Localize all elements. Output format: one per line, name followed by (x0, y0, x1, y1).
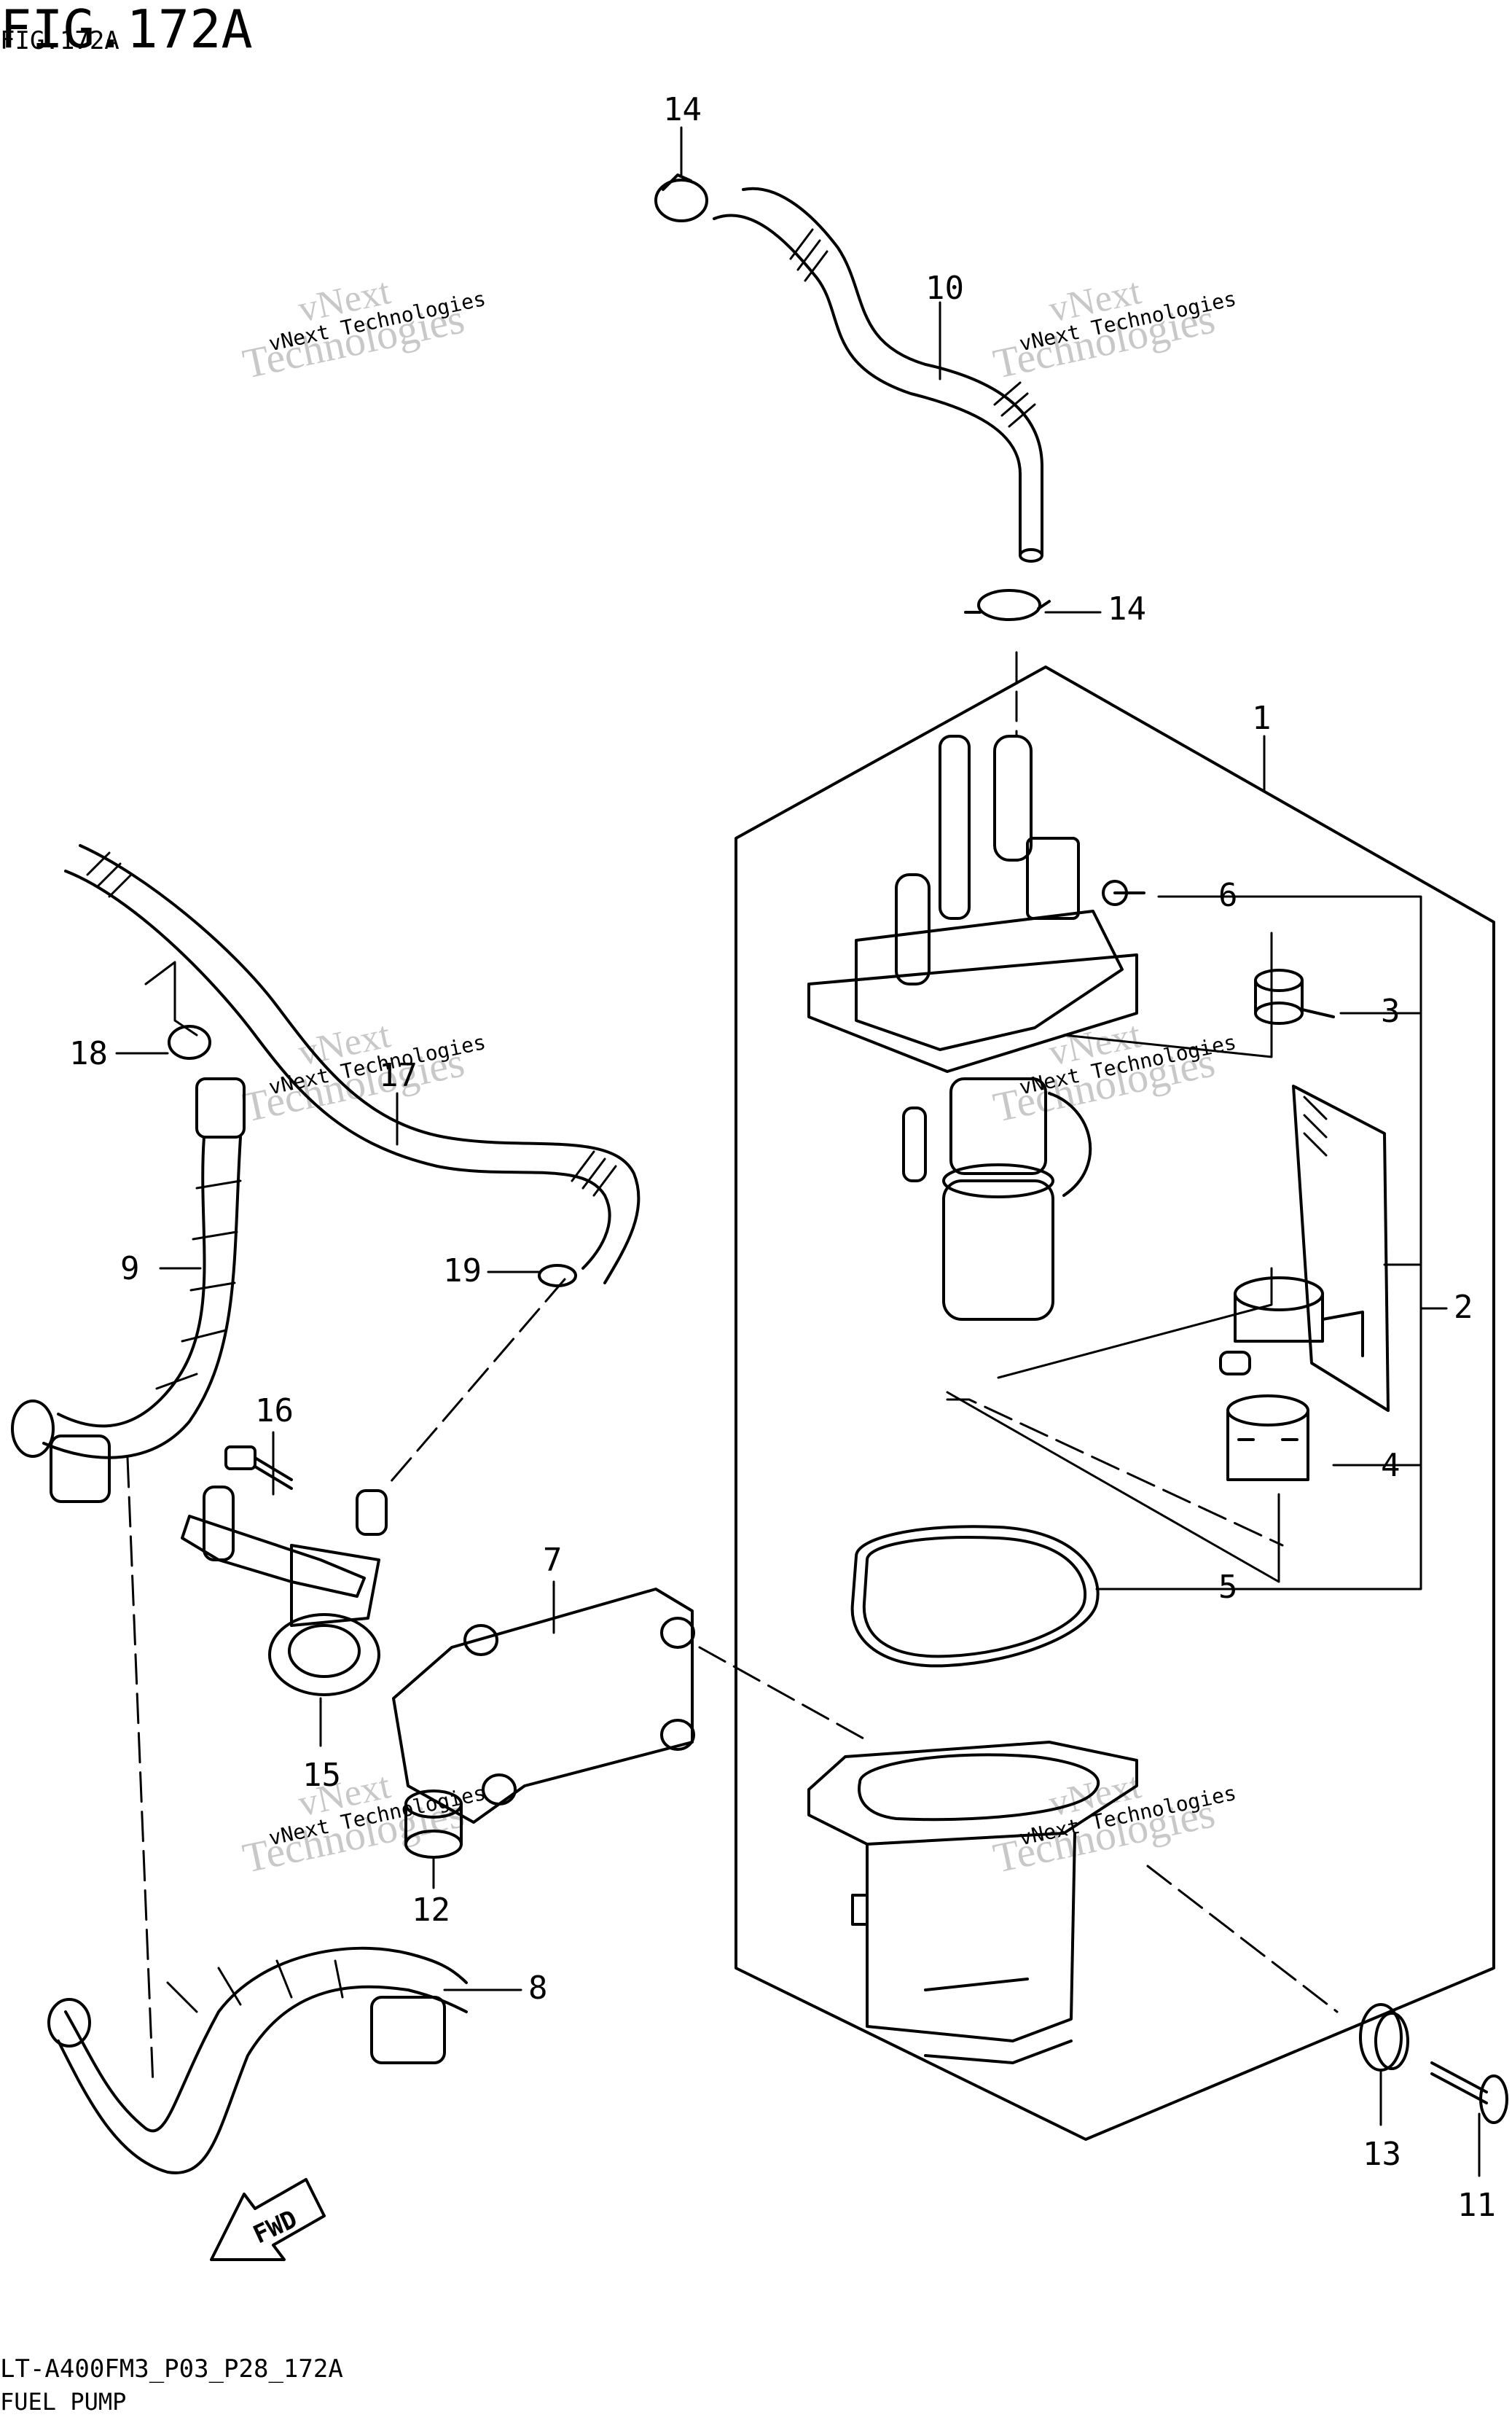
clamp-14-mid (964, 589, 1051, 621)
callout-13: 13 (1363, 2136, 1401, 2173)
callout-14-top: 14 (663, 91, 702, 128)
figure-subtitle: FIG.172A (0, 26, 120, 55)
callout-leaders (115, 126, 1481, 2177)
clamp-14-top (654, 173, 708, 222)
callout-9: 9 (120, 1250, 140, 1287)
callout-15: 15 (302, 1757, 341, 1794)
bracket-7 (392, 1588, 695, 1824)
callout-2: 2 (1454, 1289, 1473, 1326)
hose-17 (64, 844, 641, 1284)
part-2-filter (1219, 1085, 1390, 1412)
assembly-outline (735, 666, 1495, 2141)
section-name: FUEL PUMP (0, 2388, 127, 2416)
part-4-bracket (1226, 1394, 1309, 1481)
model-code: LT-A400FM3_P03_P28_172A (0, 2354, 343, 2384)
callout-19: 19 (443, 1252, 482, 1289)
part-3-grommet (1254, 969, 1335, 1025)
grommet-12 (404, 1789, 463, 1859)
callout-8: 8 (528, 1970, 548, 2007)
callout-4: 4 (1381, 1447, 1401, 1484)
callout-7: 7 (543, 1542, 563, 1579)
callout-1: 1 (1252, 700, 1272, 737)
callout-18: 18 (69, 1035, 108, 1072)
fuel-cock-15 (181, 1486, 388, 1696)
bolt-16 (224, 1445, 293, 1490)
part-5-gasket (850, 1525, 1100, 1668)
fuel-pump-head (807, 735, 1145, 1073)
callout-11: 11 (1457, 2187, 1496, 2224)
fwd-arrow-icon (210, 2178, 326, 2261)
callout-5: 5 (1218, 1569, 1238, 1606)
fuel-tank-body (807, 1741, 1138, 2064)
callout-3: 3 (1381, 993, 1401, 1030)
dashed-leaders (126, 651, 1339, 2086)
callout-10: 10 (925, 270, 964, 307)
callout-numbers: 14 10 14 1 6 3 2 4 5 13 11 8 12 15 16 17… (69, 91, 1496, 2250)
callout-6: 6 (1218, 877, 1238, 914)
callout-16: 16 (255, 1392, 294, 1429)
part-11-bolt (1430, 2061, 1508, 2124)
clamp-18 (168, 1025, 211, 1060)
callout-14-mid: 14 (1108, 590, 1146, 628)
fwd-label: FWD (249, 2204, 302, 2249)
clamp-19 (538, 1264, 577, 1287)
hose-10 (713, 187, 1043, 563)
callout-12: 12 (412, 1892, 450, 1929)
hose-8 (47, 1946, 468, 2174)
fuel-pump-motor (902, 1077, 1092, 1321)
callout-17: 17 (379, 1057, 418, 1094)
figure-title: FIG.172A (0, 0, 253, 60)
hose-9 (11, 1077, 246, 1503)
